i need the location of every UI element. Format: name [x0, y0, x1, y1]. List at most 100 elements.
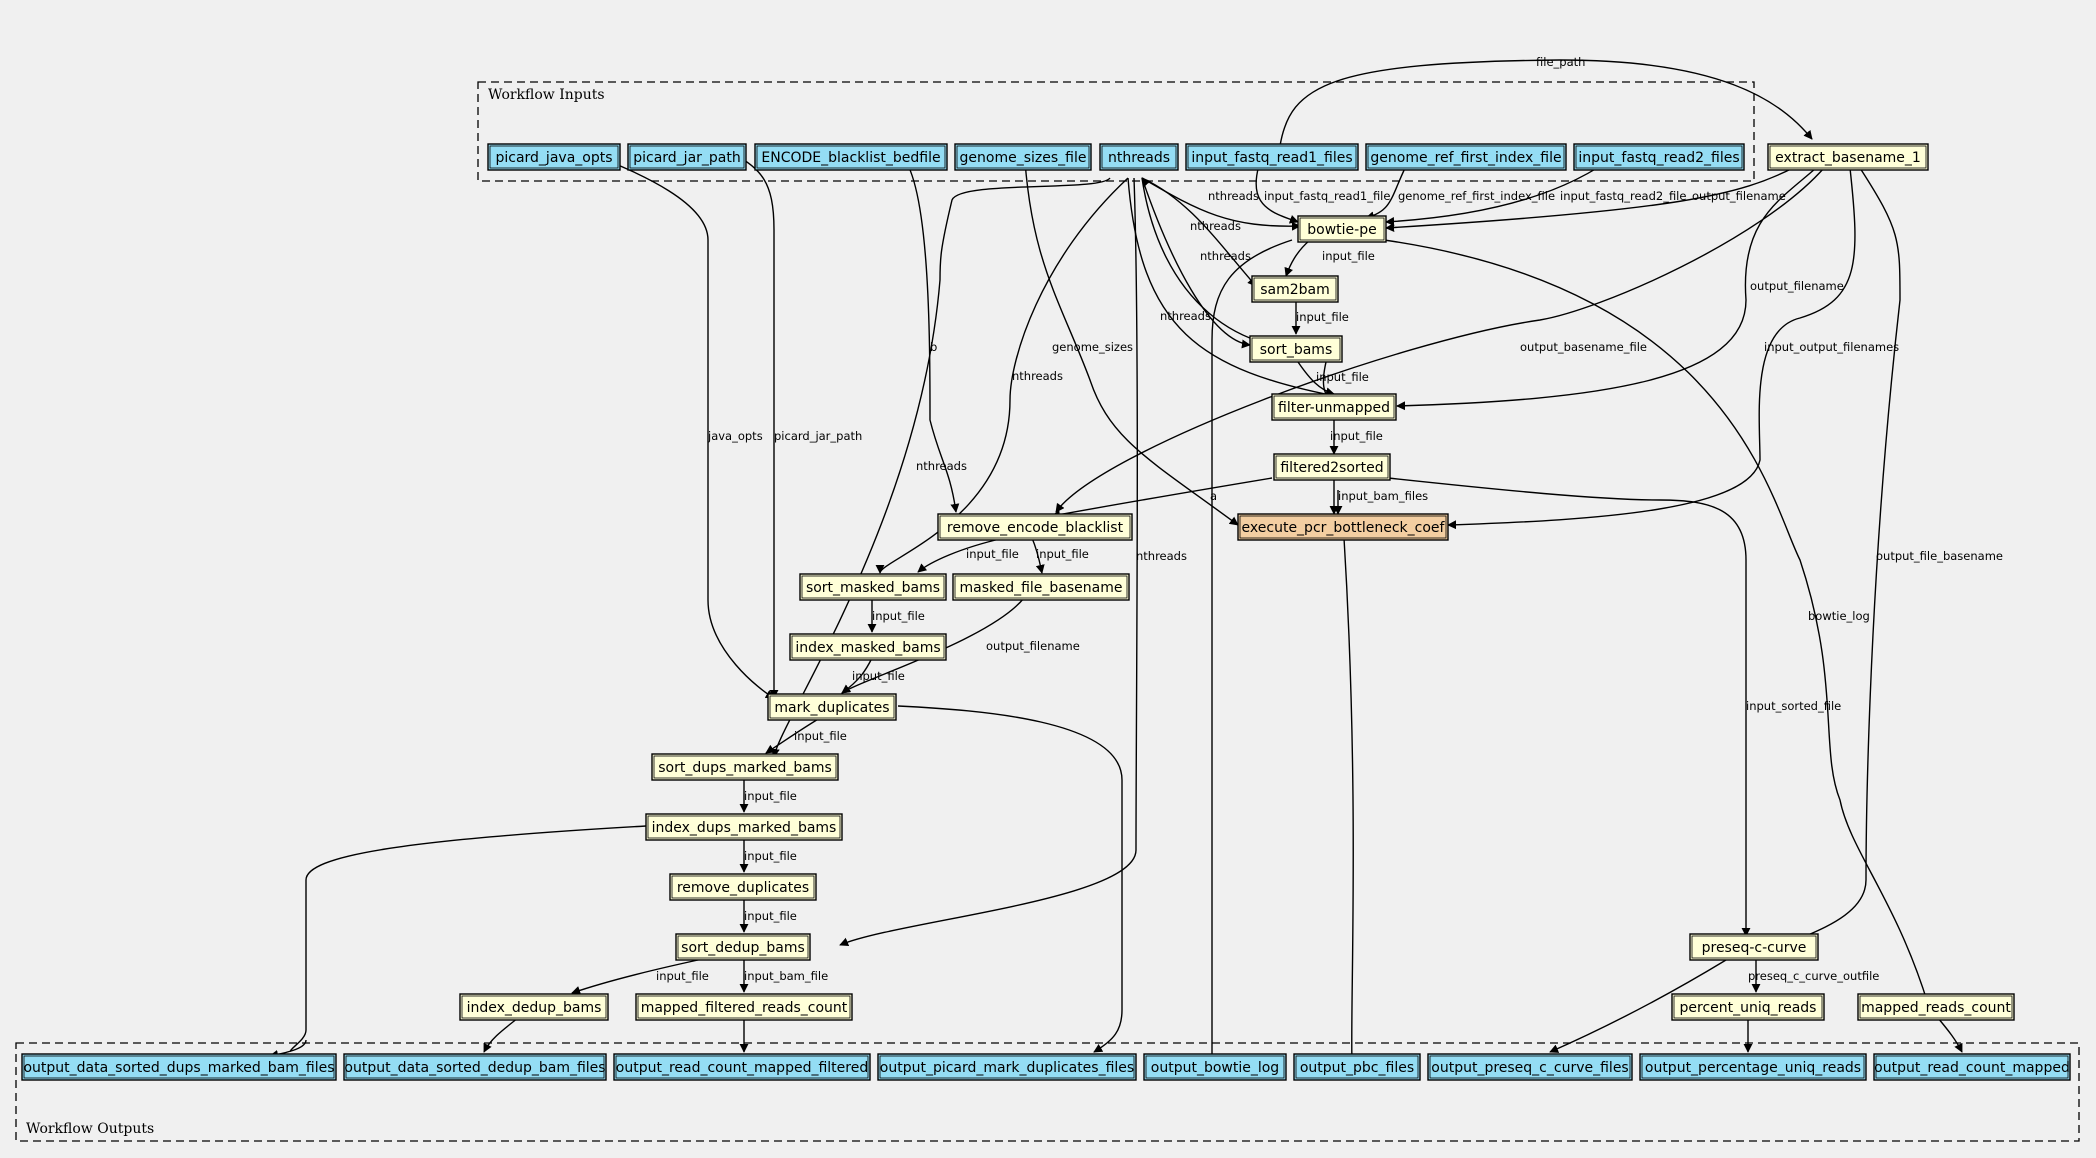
- mapped-filtered-reads-count-node[interactable]: mapped_filtered_reads_count: [635, 993, 853, 1021]
- node-label: index_dedup_bams: [467, 1000, 602, 1016]
- execute-pcr-bottleneck-coef-node[interactable]: execute_pcr_bottleneck_coef: [1237, 513, 1449, 541]
- encode-blacklist-bedfile-node[interactable]: ENCODE_blacklist_bedfile: [754, 143, 948, 171]
- extract-basename-1-node[interactable]: extract_basename_1: [1767, 143, 1929, 171]
- node-box: [459, 993, 609, 1021]
- percent-uniq-reads-node[interactable]: percent_uniq_reads: [1671, 993, 1825, 1021]
- sam2bam-node[interactable]: sam2bam: [1251, 275, 1339, 303]
- node-inner-border: [879, 1055, 1135, 1079]
- edge: [483, 1017, 519, 1053]
- node-label: sort_bams: [1260, 342, 1333, 358]
- edge-label: input_sorted_file: [1746, 699, 1841, 713]
- node-box: [635, 993, 853, 1021]
- input-fastq-read1-files-node[interactable]: input_fastq_read1_files: [1185, 143, 1359, 171]
- node-inner-border: [653, 755, 837, 779]
- out-sorted-dups-marked-node[interactable]: output_data_sorted_dups_marked_bam_files: [21, 1053, 337, 1081]
- node-inner-border: [647, 815, 841, 839]
- out-picard-mark-duplicates-node[interactable]: output_picard_mark_duplicates_files: [877, 1053, 1137, 1081]
- workflow-inputs-cluster: Workflow Inputs: [477, 81, 1755, 182]
- edge-label: input_file: [1322, 249, 1375, 263]
- node-box: [1249, 335, 1343, 363]
- edge-label: picard_jar_path: [774, 429, 862, 443]
- node-box: [767, 693, 897, 721]
- index-dups-marked-bams-node[interactable]: index_dups_marked_bams: [645, 813, 843, 841]
- node-inner-border: [671, 875, 815, 899]
- sort-masked-bams-node[interactable]: sort_masked_bams: [799, 573, 947, 601]
- picard-java-opts-node[interactable]: picard_java_opts: [487, 143, 621, 171]
- out-bowtie-log-node[interactable]: output_bowtie_log: [1143, 1053, 1287, 1081]
- node-inner-border: [1691, 935, 1817, 959]
- index-masked-bams-node[interactable]: index_masked_bams: [789, 633, 947, 661]
- picard-jar-path-node[interactable]: picard_jar_path: [627, 143, 747, 171]
- remove-encode-blacklist-node[interactable]: remove_encode_blacklist: [937, 513, 1133, 541]
- out-read-count-mapped-node[interactable]: output_read_count_mapped: [1873, 1053, 2071, 1081]
- node-inner-border: [769, 695, 895, 719]
- node-box: [1639, 1053, 1867, 1081]
- edge-label: input_output_filenames: [1764, 340, 1899, 354]
- node-inner-border: [1299, 217, 1385, 241]
- out-percentage-uniq-reads-node[interactable]: output_percentage_uniq_reads: [1639, 1053, 1867, 1081]
- edge-label: input_file: [744, 909, 797, 923]
- node-inner-border: [23, 1055, 335, 1079]
- edge-label: a: [1210, 489, 1217, 503]
- input-fastq-read2-files-node[interactable]: input_fastq_read2_files: [1573, 143, 1745, 171]
- node-inner-border: [677, 935, 809, 959]
- node-label: index_dups_marked_bams: [652, 820, 837, 836]
- node-label: input_fastq_read1_files: [1191, 150, 1352, 166]
- node-inner-border: [615, 1055, 869, 1079]
- edge: [1387, 477, 1751, 937]
- node-label: mark_duplicates: [774, 700, 889, 716]
- node-label: input_fastq_read2_files: [1578, 150, 1739, 166]
- edge-label: input_file: [656, 969, 709, 983]
- node-label: output_pbc_files: [1300, 1060, 1414, 1076]
- node-box: [21, 1053, 337, 1081]
- mapped-reads-count-node[interactable]: mapped_reads_count: [1857, 993, 2015, 1021]
- out-preseq-c-curve-node[interactable]: output_preseq_c_curve_files: [1427, 1053, 1633, 1081]
- edge-label: bowtie_log: [1808, 609, 1870, 623]
- node-inner-border: [1239, 515, 1447, 539]
- edge: [1343, 537, 1357, 1065]
- out-sorted-dedup-node[interactable]: output_data_sorted_dedup_bam_files: [343, 1053, 607, 1081]
- genome-ref-first-index-file-node[interactable]: genome_ref_first_index_file: [1365, 143, 1567, 171]
- mark-duplicates-node[interactable]: mark_duplicates: [767, 693, 897, 721]
- remove-duplicates-node[interactable]: remove_duplicates: [669, 873, 817, 901]
- node-label: remove_duplicates: [677, 880, 809, 896]
- sort-dedup-bams-node[interactable]: sort_dedup_bams: [675, 933, 811, 961]
- sort-dups-marked-bams-node[interactable]: sort_dups_marked_bams: [651, 753, 839, 781]
- genome-sizes-file-node[interactable]: genome_sizes_file: [954, 143, 1092, 171]
- out-read-count-mapped-filtered-node[interactable]: output_read_count_mapped_filtered: [613, 1053, 871, 1081]
- node-box: [952, 573, 1130, 601]
- edge: [1207, 239, 1293, 1065]
- node-inner-border: [801, 575, 945, 599]
- node-box: [1293, 1053, 1421, 1081]
- sort-bams-node[interactable]: sort_bams: [1249, 335, 1343, 363]
- index-dedup-bams-node[interactable]: index_dedup_bams: [459, 993, 609, 1021]
- node-box: [1671, 993, 1825, 1021]
- filtered2sorted-node[interactable]: filtered2sorted: [1273, 453, 1391, 481]
- filter-unmapped-node[interactable]: filter-unmapped: [1271, 393, 1397, 421]
- preseq-c-curve-node[interactable]: preseq-c-curve: [1689, 933, 1819, 961]
- edge: [1023, 145, 1239, 526]
- node-label: sam2bam: [1260, 282, 1330, 298]
- node-inner-border: [1875, 1055, 2069, 1079]
- edge-label: genome_ref_first_index_file: [1398, 189, 1555, 203]
- edge: [917, 537, 1005, 573]
- edge: [571, 956, 713, 995]
- bowtie-pe-node[interactable]: bowtie-pe: [1297, 215, 1387, 243]
- edge: [770, 177, 1111, 758]
- node-box: [1143, 1053, 1287, 1081]
- edge-label: input_file: [1330, 429, 1383, 443]
- node-label: sort_dedup_bams: [681, 940, 805, 956]
- masked-file-basename-node[interactable]: masked_file_basename: [952, 573, 1130, 601]
- node-box: [1273, 453, 1391, 481]
- edge-label: input_file: [1296, 310, 1349, 324]
- nthreads-node[interactable]: nthreads: [1099, 143, 1179, 171]
- out-pbc-files-node[interactable]: output_pbc_files: [1293, 1053, 1421, 1081]
- edge-label: nthreads: [916, 459, 967, 473]
- node-label: index_masked_bams: [795, 640, 940, 656]
- edge: [270, 825, 647, 1056]
- node-inner-border: [1273, 395, 1395, 419]
- edge-label: input_file: [744, 789, 797, 803]
- node-inner-border: [1145, 1055, 1285, 1079]
- node-box: [1237, 513, 1449, 541]
